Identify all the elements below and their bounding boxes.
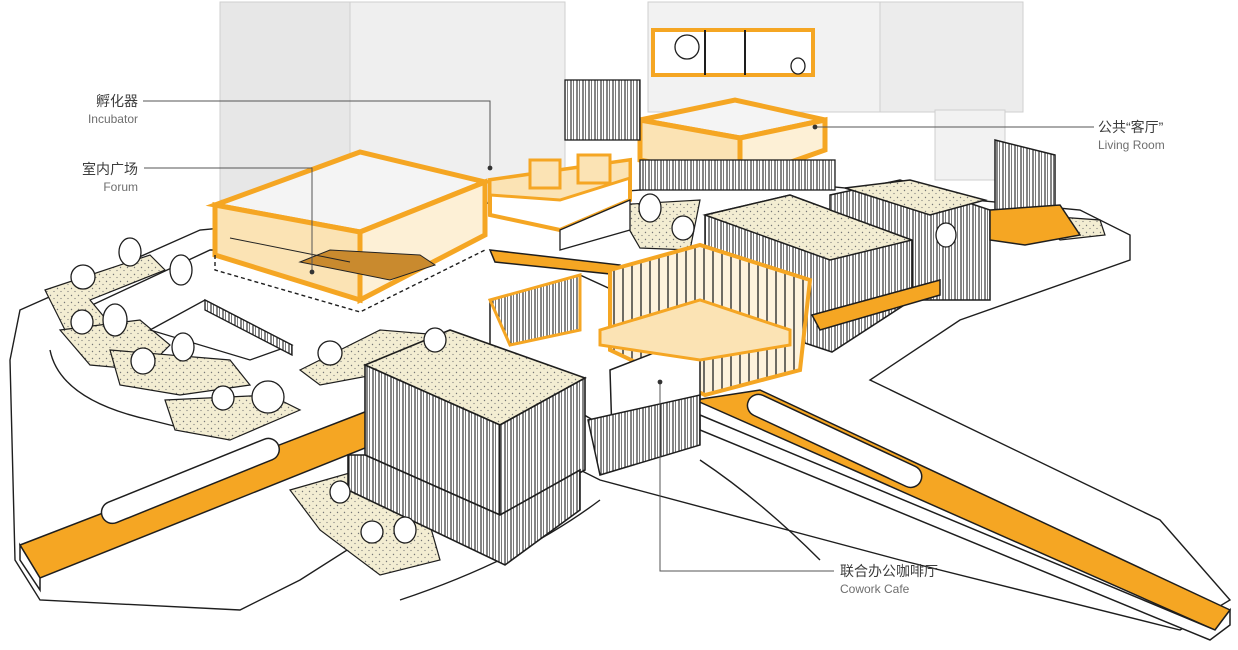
label-living-room-cn: 公共“客厅” (1098, 119, 1164, 135)
cowork-cafe-building (487, 242, 813, 476)
living-room-building (564, 28, 836, 191)
label-forum: 室内广场 Forum (40, 162, 138, 193)
leader-lines (143, 100, 1094, 572)
label-forum-cn: 室内广场 (82, 161, 138, 177)
label-cowork-cafe-en: Cowork Cafe (840, 582, 910, 596)
sunken-court (148, 298, 294, 361)
label-living-room-en: Living Room (1098, 138, 1165, 152)
leader-dots (309, 124, 818, 385)
forum-building (205, 149, 494, 313)
label-forum-en: Forum (103, 180, 138, 194)
label-incubator: 孵化器 Incubator (60, 94, 138, 125)
label-cowork-cafe-cn: 联合办公咖啡厅 (840, 563, 938, 579)
incubator-building (488, 153, 632, 251)
front-cube (347, 329, 587, 566)
label-living-room: 公共“客厅” Living Room (1098, 120, 1165, 151)
label-incubator-cn: 孵化器 (96, 93, 138, 109)
walkways (18, 249, 1232, 641)
label-cowork-cafe: 联合办公咖啡厅 Cowork Cafe (840, 564, 938, 595)
trees (70, 34, 957, 544)
label-incubator-en: Incubator (87, 112, 138, 126)
